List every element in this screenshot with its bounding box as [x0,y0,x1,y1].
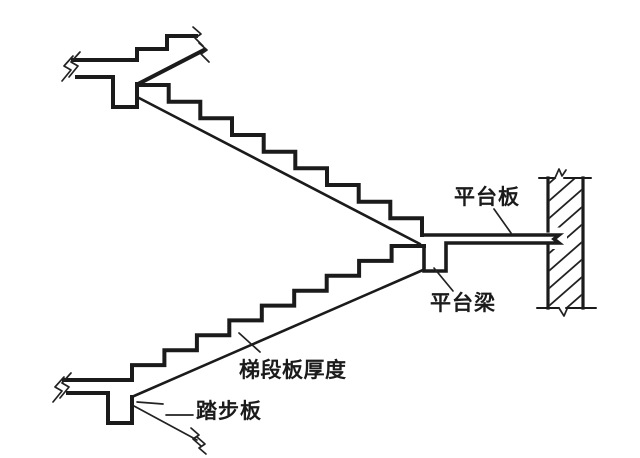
wall-faces [546,176,585,310]
lower-cutoff-soffit-line [133,405,198,441]
upper-cutoff-soffit [135,47,207,87]
upper-landing-beam [111,75,139,109]
platform-beam-leader-line [433,267,454,292]
lower-landing-beam [106,391,134,425]
upper-cutoff-steps [135,34,198,62]
upper-flight-soffit [137,96,422,246]
label-tread-slab: 踏步板 [196,399,262,423]
lower-landing-outline [62,378,134,425]
lower-landing-break-marks [52,372,207,455]
mid-landing-outline [420,233,565,273]
label-flight-slab-thickness: 梯段板厚度 [239,358,347,382]
wall-bottom-edge [536,307,597,317]
upper-landing-outline [71,34,207,109]
lower-flight-steps [130,244,426,382]
label-platform-slab: 平台板 [454,185,520,209]
upper-landing-break-marks [61,26,210,82]
lower-flight-soffit [132,268,425,398]
slab-thickness-tick [238,332,261,353]
upper-flight-steps [135,83,424,237]
tread-slab-leader-line [136,401,194,416]
wall-top-edge [538,168,592,179]
label-platform-beam: 平台梁 [430,291,496,315]
platform-slab-leader-line [493,208,512,234]
